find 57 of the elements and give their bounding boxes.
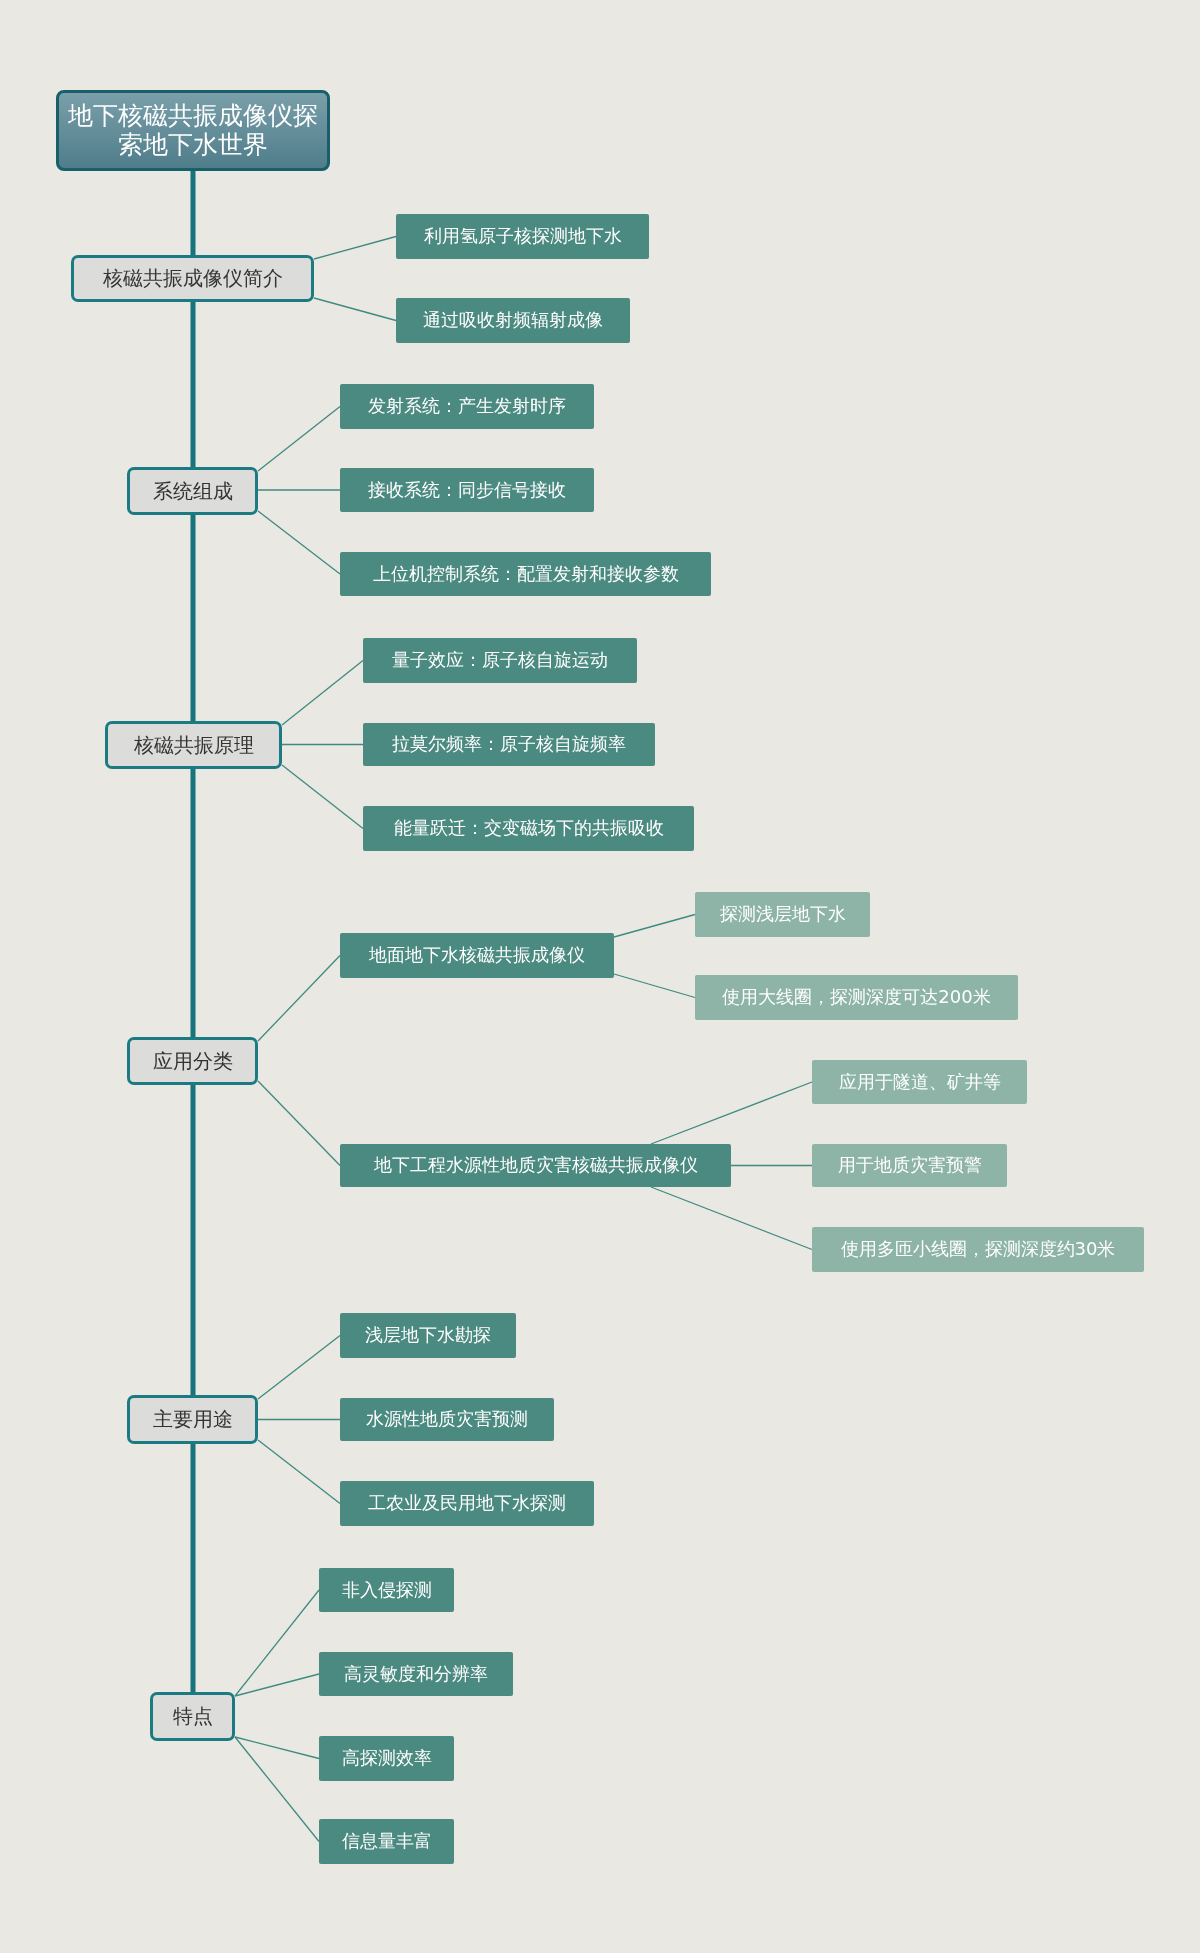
category-box: 核磁共振原理 <box>105 721 282 769</box>
topic-box: 浅层地下水勘探 <box>340 1313 516 1358</box>
branch-line <box>257 405 341 472</box>
branch-line <box>613 913 696 938</box>
topic-box: 发射系统：产生发射时序 <box>340 384 594 429</box>
branch-line <box>313 297 397 322</box>
topic-box: 非入侵探测 <box>319 1568 454 1612</box>
trunk-line <box>190 515 196 721</box>
subtopic-box: 用于地质灾害预警 <box>812 1144 1007 1187</box>
branch-line <box>257 1439 341 1505</box>
branch-line <box>257 510 341 575</box>
category-box: 特点 <box>150 1692 235 1741</box>
topic-box: 利用氢原子核探测地下水 <box>396 214 649 259</box>
subtopic-box: 应用于隧道、矿井等 <box>812 1060 1027 1104</box>
branch-line <box>650 1186 813 1251</box>
topic-box: 高探测效率 <box>319 1736 454 1781</box>
topic-box: 水源性地质灾害预测 <box>340 1398 554 1441</box>
branch-line <box>613 973 696 999</box>
branch-line <box>257 1334 341 1400</box>
branch-line <box>281 659 364 726</box>
topic-box: 工农业及民用地下水探测 <box>340 1481 594 1526</box>
trunk-line <box>190 1444 196 1692</box>
topic-box: 地下工程水源性地质灾害核磁共振成像仪 <box>340 1144 731 1187</box>
branch-line <box>234 1673 320 1697</box>
category-box: 应用分类 <box>127 1037 258 1085</box>
branch-line <box>257 489 341 491</box>
branch-line <box>257 954 341 1042</box>
branch-line <box>281 764 364 830</box>
subtopic-box: 探测浅层地下水 <box>695 892 870 937</box>
branch-line <box>257 1418 341 1421</box>
branch-line <box>234 1736 320 1760</box>
trunk-line <box>190 302 196 467</box>
topic-box: 拉莫尔频率：原子核自旋频率 <box>363 723 655 766</box>
category-box: 系统组成 <box>127 467 258 515</box>
branch-line <box>313 235 397 260</box>
topic-box: 能量跃迁：交变磁场下的共振吸收 <box>363 806 694 851</box>
trunk-line <box>190 1085 196 1395</box>
topic-box: 信息量丰富 <box>319 1819 454 1864</box>
branch-line <box>281 743 364 746</box>
title-box: 地下核磁共振成像仪探索地下水世界 <box>56 90 330 171</box>
topic-box: 接收系统：同步信号接收 <box>340 468 594 512</box>
branch-line <box>257 1080 341 1167</box>
category-box: 主要用途 <box>127 1395 258 1444</box>
topic-box: 地面地下水核磁共振成像仪 <box>340 933 614 978</box>
topic-box: 量子效应：原子核自旋运动 <box>363 638 637 683</box>
topic-box: 高灵敏度和分辨率 <box>319 1652 513 1696</box>
subtopic-box: 使用大线圈，探测深度可达200米 <box>695 975 1018 1020</box>
branch-line <box>650 1081 813 1145</box>
trunk-line <box>190 769 196 1037</box>
subtopic-box: 使用多匝小线圈，探测深度约30米 <box>812 1227 1144 1272</box>
category-box: 核磁共振成像仪简介 <box>71 255 314 302</box>
topic-box: 上位机控制系统：配置发射和接收参数 <box>340 552 711 596</box>
branch-line <box>234 1589 320 1697</box>
branch-line <box>234 1736 320 1843</box>
branch-line <box>730 1164 813 1167</box>
topic-box: 通过吸收射频辐射成像 <box>396 298 630 343</box>
trunk-line <box>190 171 196 255</box>
